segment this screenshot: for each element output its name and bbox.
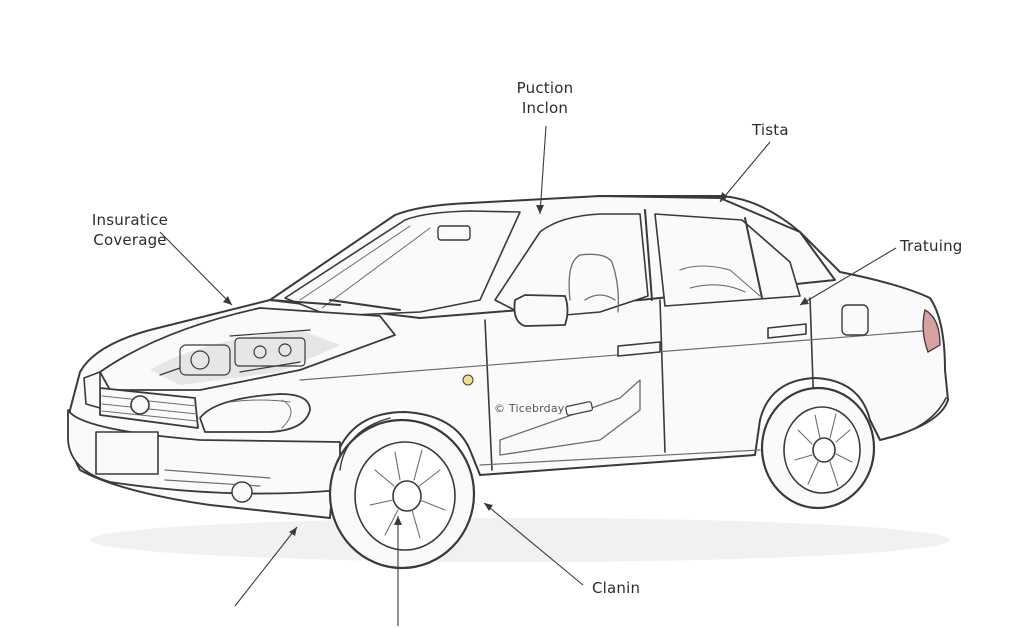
marker-dot xyxy=(462,374,474,386)
label-puction-line2: Inclon xyxy=(521,99,569,117)
rear-wheel xyxy=(760,386,876,510)
leader-puction xyxy=(539,125,547,215)
leader-tista xyxy=(719,141,771,203)
engine-bay xyxy=(99,307,396,391)
door-watermark: © Ticebrday xyxy=(494,402,565,415)
leader-tratuing xyxy=(799,247,897,306)
leader-insurance xyxy=(159,231,233,306)
car-body xyxy=(68,195,949,519)
label-puction-line1: Puction xyxy=(516,79,574,97)
leader-bottom-left xyxy=(234,526,298,607)
label-tratuing: Tratuing xyxy=(900,237,963,255)
label-tista: Tista xyxy=(752,121,789,139)
leader-lines xyxy=(159,125,897,626)
label-insurance-line2: Coverage xyxy=(93,231,167,249)
label-insurance-line1: Insuratice xyxy=(91,211,169,229)
ground-shadow xyxy=(90,518,950,562)
front-wheel xyxy=(328,417,476,570)
label-insurance-coverage: Insuratice Coverage xyxy=(80,210,180,250)
car-front xyxy=(67,371,341,503)
label-clanin: Clanin xyxy=(592,579,641,597)
leader-clanin xyxy=(483,502,584,586)
label-puction: Puction Inclon xyxy=(500,78,590,118)
tail-light xyxy=(922,309,941,353)
